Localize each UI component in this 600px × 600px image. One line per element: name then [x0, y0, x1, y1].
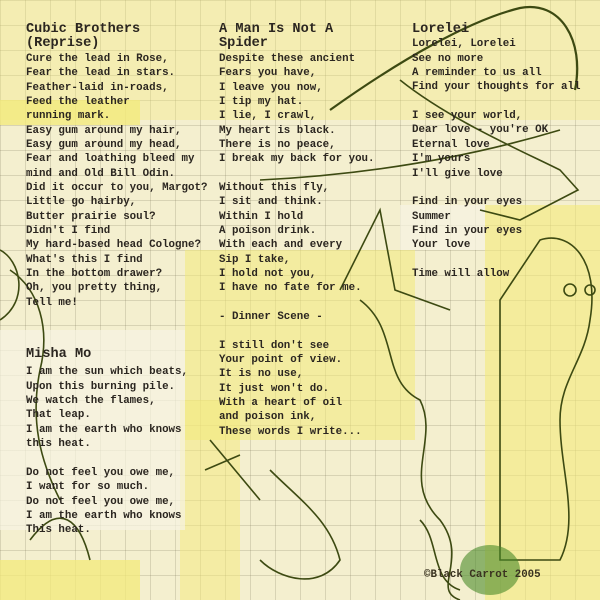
lyric-line: I am the earth who knows [26, 509, 182, 522]
lyric-line: Upon this burning pile. [26, 380, 176, 393]
lyric-line: With each and every [219, 239, 343, 252]
lyric-line: I am the earth who knows [26, 423, 182, 436]
song-title: Misha Mo [26, 347, 92, 362]
lyric-line: I sit and think. [219, 196, 323, 209]
pale-patch [400, 205, 485, 250]
stanza-break [412, 95, 580, 109]
lyric-line: It just won't do. [219, 382, 330, 395]
lyric-line: Without this fly, [219, 181, 330, 194]
lyric-line: Little go hairby, [26, 196, 137, 209]
copyright: ©Black Carrot 2005 [424, 569, 541, 581]
lyric-line: I tip my hat. [219, 95, 304, 108]
lyric-line: running mark. [26, 110, 111, 123]
lyric-line: I still don't see [219, 339, 330, 352]
lyric-line: Butter prairie soul? [26, 210, 156, 223]
yellow-patch [0, 100, 140, 125]
lyric-line: I want for so much. [26, 481, 150, 494]
lyric-line: Dear love - you're OK [412, 124, 549, 137]
song-title: A Man Is Not A [219, 22, 334, 37]
stanza-break [26, 451, 188, 465]
lyric-line: Feed the leather [26, 95, 130, 108]
lyric-line: I leave you now, [219, 81, 323, 94]
lyric-line: Summer [412, 210, 451, 223]
lyric-line: See no more [412, 52, 484, 65]
lyrics: I am the sun which beats,Upon this burni… [26, 365, 188, 537]
lyric-line: These words I write... [219, 425, 362, 438]
lyric-line: Lorelei, Lorelei [412, 38, 516, 51]
lyric-line: Despite these ancient [219, 52, 356, 65]
lyric-line: We watch the flames, [26, 395, 156, 408]
lyrics: Cure the lead in Rose, Fear the lead in s… [26, 52, 207, 310]
yellow-patch [180, 400, 240, 600]
lyric-line: Easy gum around my hair, [26, 124, 182, 137]
lyric-line: Fears you have, [219, 67, 317, 80]
lyric-line: this heat. [26, 438, 91, 451]
stanza-break [412, 253, 580, 267]
lyric-line: A poison drink. [219, 224, 317, 237]
lyric-line: I am the sun which beats, [26, 366, 188, 379]
stanza-break [219, 167, 375, 181]
lyric-line: Easy gum around my head, [26, 138, 182, 151]
lyric-line: Within I hold [219, 210, 304, 223]
lyric-line: and poison ink, [219, 411, 317, 424]
song-title: Cubic Brothers [26, 22, 141, 37]
lyric-line: It is no use, [219, 368, 304, 381]
lyric-line: I hold not you, [219, 267, 317, 280]
lyric-line: That leap. [26, 409, 91, 422]
lyric-line: There is no peace, [219, 138, 336, 151]
stanza-break [412, 181, 580, 195]
lyric-line: Cure the lead in Rose, [26, 52, 169, 65]
lyric-line: I'll give love [412, 167, 503, 180]
lyric-line: This heat. [26, 524, 91, 537]
pale-patch [0, 330, 185, 530]
lyric-line: Oh, you pretty thing, [26, 282, 163, 295]
lyric-line: A reminder to us all [412, 67, 542, 80]
lyric-line: Eternal love [412, 138, 490, 151]
lyric-line: Fear and loathing bleed my [26, 153, 195, 166]
lyric-line: Find your thoughts for all [412, 81, 581, 94]
lyric-line: In the bottom drawer? [26, 267, 163, 280]
lyric-line: My heart is black. [219, 124, 336, 137]
lyric-line: Didn't I find [26, 224, 111, 237]
lyric-line: Find in your eyes [412, 196, 523, 209]
song-title: Lorelei [412, 22, 470, 37]
song-misha-mo: Misha Mo I am the sun which beats,Upon t… [26, 347, 188, 538]
yellow-patch [485, 205, 600, 600]
lyric-line: - Dinner Scene - [219, 311, 323, 323]
lyric-line: Time will allow [412, 267, 510, 280]
lyric-line: My hard-based head Cologne? [26, 239, 201, 252]
lyric-line: Your love [412, 239, 471, 252]
lyric-line: Find in your eyes [412, 224, 523, 237]
lyric-line: Sip I take, [219, 253, 291, 266]
stanza-break [219, 324, 375, 338]
lyric-line: I see your world, [412, 110, 523, 123]
lyric-line: Do not feel you owe me, [26, 495, 176, 508]
lyric-line: I break my back for you. [219, 153, 375, 166]
lyric-line: Feather-laid in-roads, [26, 81, 169, 94]
lyric-line: With a heart of oil [219, 397, 343, 410]
lyric-line: Your point of view. [219, 354, 343, 367]
song-title: Spider [219, 36, 268, 52]
lyric-line: Fear the lead in stars. [26, 67, 176, 80]
lyric-line: mind and Old Bill Odin. [26, 167, 176, 180]
lyric-line: I'm yours [412, 153, 471, 166]
lyric-line: I have no fate for me. [219, 282, 362, 295]
song-cubic-brothers: Cubic Brothers (Reprise) Cure the lead i… [26, 22, 207, 310]
lyric-line: Do not feel you owe me, [26, 466, 176, 479]
lyric-line: I lie, I crawl, [219, 110, 317, 123]
yellow-patch [0, 560, 140, 600]
song-title: (Reprise) [26, 36, 100, 52]
song-a-man-is-not-a-spider: A Man Is Not A Spider Despite these anci… [219, 22, 375, 439]
lyric-line: What's this I find [26, 253, 143, 266]
lyric-line: Did it occur to you, Margot? [26, 181, 208, 194]
stanza-break [219, 296, 375, 310]
lyric-line: Tell me! [26, 296, 78, 309]
